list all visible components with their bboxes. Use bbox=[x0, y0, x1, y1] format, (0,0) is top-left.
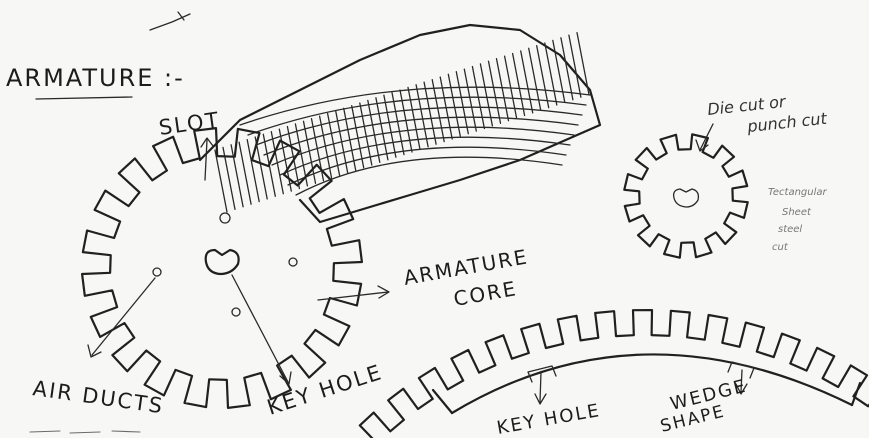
faint-note-3: steel bbox=[778, 224, 802, 235]
slot-label: SLOT bbox=[157, 108, 221, 140]
stray-mark-bottom bbox=[30, 431, 140, 433]
faint-note-4: cut bbox=[772, 242, 789, 253]
segment-key-hole-arrow bbox=[535, 372, 546, 404]
segment-right-end bbox=[852, 383, 860, 405]
air-duct-bottom bbox=[232, 308, 240, 316]
air-duct-left bbox=[153, 268, 161, 276]
key-hole-label: KEY HOLE bbox=[264, 360, 385, 420]
armature-core-label-2: CORE bbox=[452, 276, 519, 311]
lamination-segment bbox=[360, 310, 869, 438]
slot-arrow bbox=[201, 138, 213, 180]
air-ducts-arrow bbox=[88, 278, 155, 357]
laminated-core-stack bbox=[200, 25, 600, 222]
small-hole-top bbox=[220, 213, 230, 223]
faint-note-1: Tectangular bbox=[768, 187, 828, 198]
key-hole-arrow bbox=[232, 275, 291, 384]
segment-left-end bbox=[433, 390, 452, 413]
key-hole-small bbox=[674, 189, 699, 207]
faint-note-2: Sheet bbox=[782, 207, 812, 218]
stray-mark bbox=[150, 12, 190, 30]
armature-core-arrow bbox=[318, 286, 389, 300]
air-duct-right bbox=[289, 258, 297, 266]
heading-underline bbox=[36, 97, 132, 99]
punched-lamination bbox=[624, 134, 747, 257]
key-hole-main bbox=[206, 250, 239, 274]
segment-key-hole-label: KEY HOLE bbox=[495, 400, 602, 438]
armature-core-gear bbox=[82, 128, 362, 408]
heading-label: ARMATURE :- bbox=[6, 64, 185, 92]
